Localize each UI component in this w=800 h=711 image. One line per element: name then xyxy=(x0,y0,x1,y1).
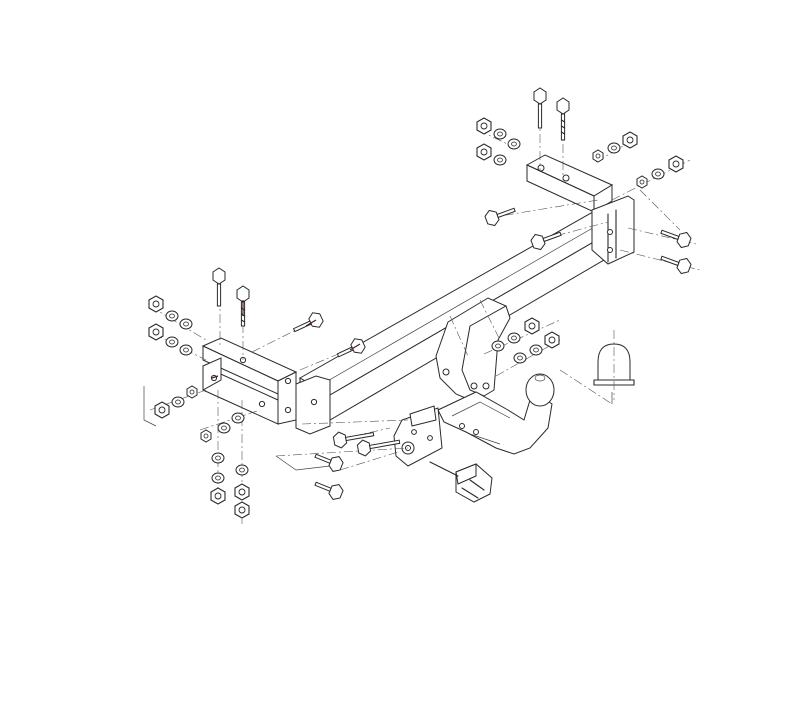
centre-mounting-plate xyxy=(435,297,511,401)
upper-right-bolts xyxy=(484,87,692,275)
ball-cover xyxy=(593,330,635,400)
accent-marks xyxy=(211,300,361,379)
tow-ball-neck xyxy=(437,373,555,455)
lower-mounting-bolts xyxy=(314,431,401,500)
exploded-view-guides xyxy=(143,386,613,471)
electric-socket xyxy=(429,461,493,503)
lower-left-fasteners xyxy=(200,412,250,519)
socket-plate xyxy=(393,405,443,467)
left-bolts xyxy=(212,267,366,358)
left-nuts xyxy=(148,295,198,419)
right-side-bracket xyxy=(525,154,635,265)
left-side-bracket xyxy=(201,337,331,435)
